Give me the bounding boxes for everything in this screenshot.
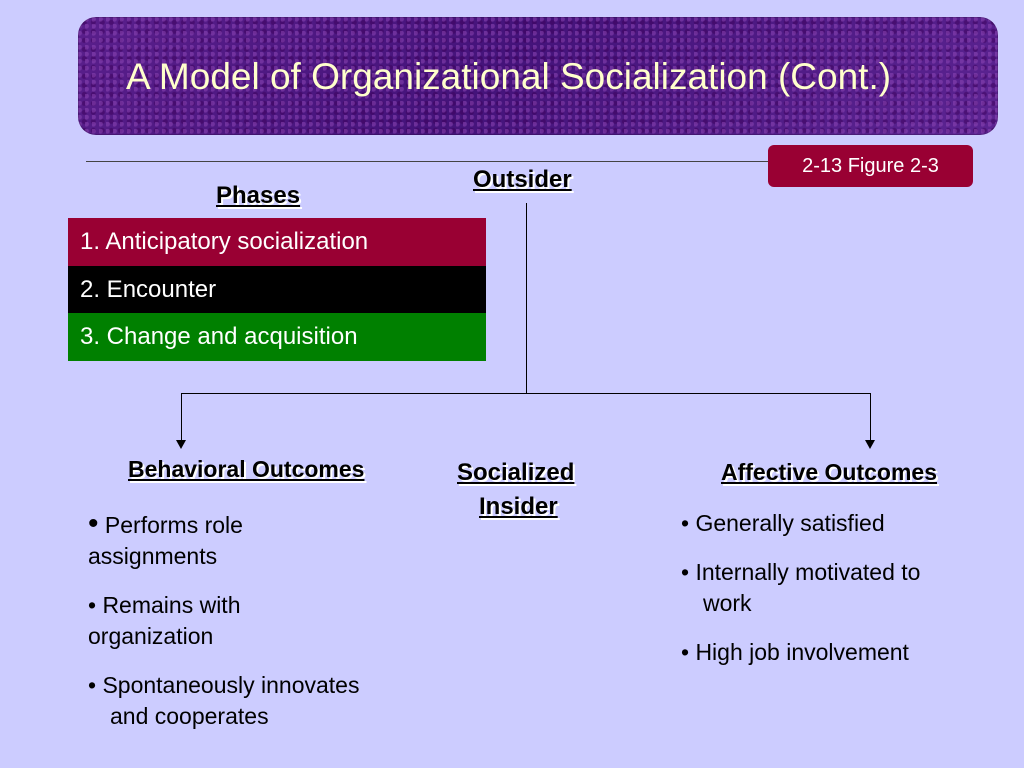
arrow-down-icon [176,440,186,449]
list-item: • Generally satisfied [681,510,885,536]
connector-left [181,393,182,441]
connector-horizontal [181,393,871,394]
arrow-down-icon [865,440,875,449]
title-banner [78,17,998,135]
phase-label: 1. Anticipatory socialization [80,228,369,255]
list-item: • Performs role assignments [88,507,243,569]
socialized-insider-line2: Insider [479,493,558,520]
affective-outcomes-list: • Generally satisfied • Internally motiv… [681,508,1011,686]
list-item: • Remains with organization [88,592,241,649]
connector-right [870,393,871,441]
affective-outcomes-heading: Affective Outcomes [721,459,938,485]
behavioral-outcomes-heading: Behavioral Outcomes [128,456,365,482]
behavioral-outcomes-list: • Performs role assignments • Remains wi… [88,508,433,750]
list-item: • Internally motivated to work [681,559,921,616]
outsider-label: Outsider [473,166,572,193]
phase-label: 3. Change and acquisition [80,323,358,350]
connector-vertical [526,203,527,393]
slide-title: A Model of Organizational Socialization … [126,56,892,97]
phase-anticipatory: 1. Anticipatory socialization [68,218,486,266]
phase-encounter: 2. Encounter [68,266,486,314]
phases-heading: Phases [216,182,301,209]
phase-change-acquisition: 3. Change and acquisition [68,313,486,361]
list-item: • Spontaneously innovates and cooperates [88,672,360,729]
divider-line [86,161,776,162]
figure-label-badge: 2-13 Figure 2-3 [768,145,973,187]
phase-label: 2. Encounter [80,276,217,303]
socialized-insider-line1: Socialized [457,459,575,486]
list-item: • High job involvement [681,639,909,665]
